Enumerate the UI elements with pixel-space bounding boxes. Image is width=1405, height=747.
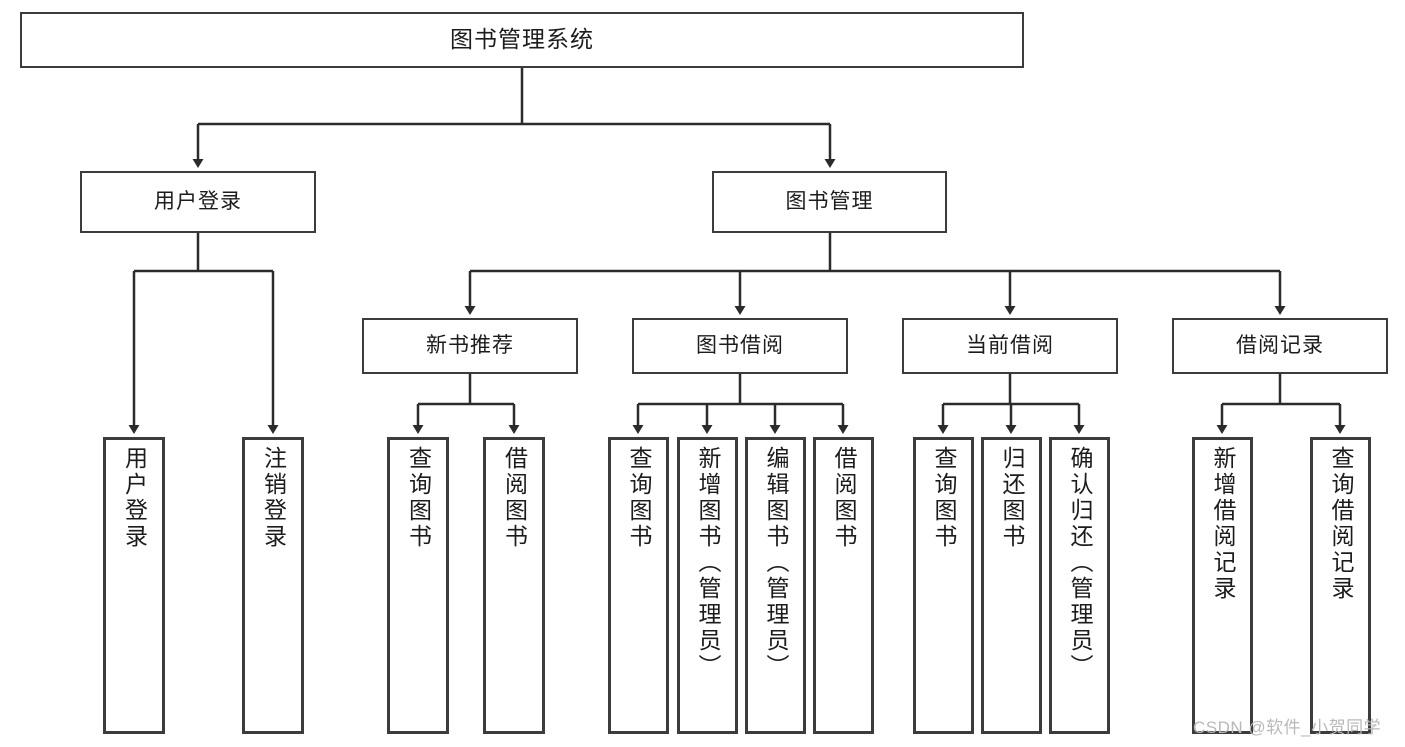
node-label: 图书管理系统 bbox=[450, 26, 594, 53]
node-borrow-records[interactable]: 借阅记录 bbox=[1172, 318, 1388, 374]
node-label: 用户登录 bbox=[154, 190, 242, 214]
leaf-current-query-book[interactable]: 查询图书 bbox=[913, 437, 974, 734]
leaf-borrow-edit-book-admin[interactable]: 编辑图书（管理员） bbox=[745, 437, 806, 734]
node-label: 归还图书 bbox=[999, 446, 1025, 550]
node-user-login[interactable]: 用户登录 bbox=[80, 171, 316, 233]
leaf-user-login[interactable]: 用户登录 bbox=[103, 437, 165, 734]
node-label: 新增借阅记录 bbox=[1210, 446, 1236, 602]
node-label: 查询借阅记录 bbox=[1328, 446, 1354, 602]
node-label: 确认归还（管理员） bbox=[1067, 446, 1093, 680]
node-current-borrowing[interactable]: 当前借阅 bbox=[902, 318, 1118, 374]
node-label: 新增图书（管理员） bbox=[695, 446, 721, 680]
node-root-system[interactable]: 图书管理系统 bbox=[20, 12, 1024, 68]
leaf-borrow-add-book-admin[interactable]: 新增图书（管理员） bbox=[677, 437, 738, 734]
node-label: 编辑图书（管理员） bbox=[763, 446, 789, 680]
node-label: 借阅记录 bbox=[1236, 334, 1324, 358]
leaf-borrow-lend-book[interactable]: 借阅图书 bbox=[813, 437, 874, 734]
leaf-current-return-book[interactable]: 归还图书 bbox=[981, 437, 1042, 734]
leaf-current-confirm-return-admin[interactable]: 确认归还（管理员） bbox=[1049, 437, 1110, 734]
node-book-borrowing[interactable]: 图书借阅 bbox=[632, 318, 848, 374]
node-label: 借阅图书 bbox=[831, 446, 857, 550]
node-new-book-recommend[interactable]: 新书推荐 bbox=[362, 318, 578, 374]
node-label: 图书借阅 bbox=[696, 334, 784, 358]
node-label: 查询图书 bbox=[931, 446, 957, 550]
leaf-recommend-query-book[interactable]: 查询图书 bbox=[387, 437, 449, 734]
node-label: 用户登录 bbox=[121, 446, 148, 550]
node-label: 图书管理 bbox=[785, 190, 874, 214]
node-label: 新书推荐 bbox=[426, 334, 514, 358]
leaf-borrow-query-book[interactable]: 查询图书 bbox=[608, 437, 669, 734]
csdn-watermark: CSDN @软件_小贺同学 bbox=[1193, 718, 1382, 737]
node-book-management[interactable]: 图书管理 bbox=[712, 171, 947, 233]
leaf-record-query[interactable]: 查询借阅记录 bbox=[1310, 437, 1371, 734]
leaf-record-add[interactable]: 新增借阅记录 bbox=[1192, 437, 1253, 734]
leaf-user-logout[interactable]: 注销登录 bbox=[242, 437, 304, 734]
node-label: 查询图书 bbox=[405, 446, 432, 550]
node-label: 注销登录 bbox=[260, 446, 287, 550]
node-label: 当前借阅 bbox=[966, 334, 1054, 358]
leaf-recommend-borrow-book[interactable]: 借阅图书 bbox=[483, 437, 545, 734]
node-label: 借阅图书 bbox=[501, 446, 528, 550]
node-label: 查询图书 bbox=[626, 446, 652, 550]
